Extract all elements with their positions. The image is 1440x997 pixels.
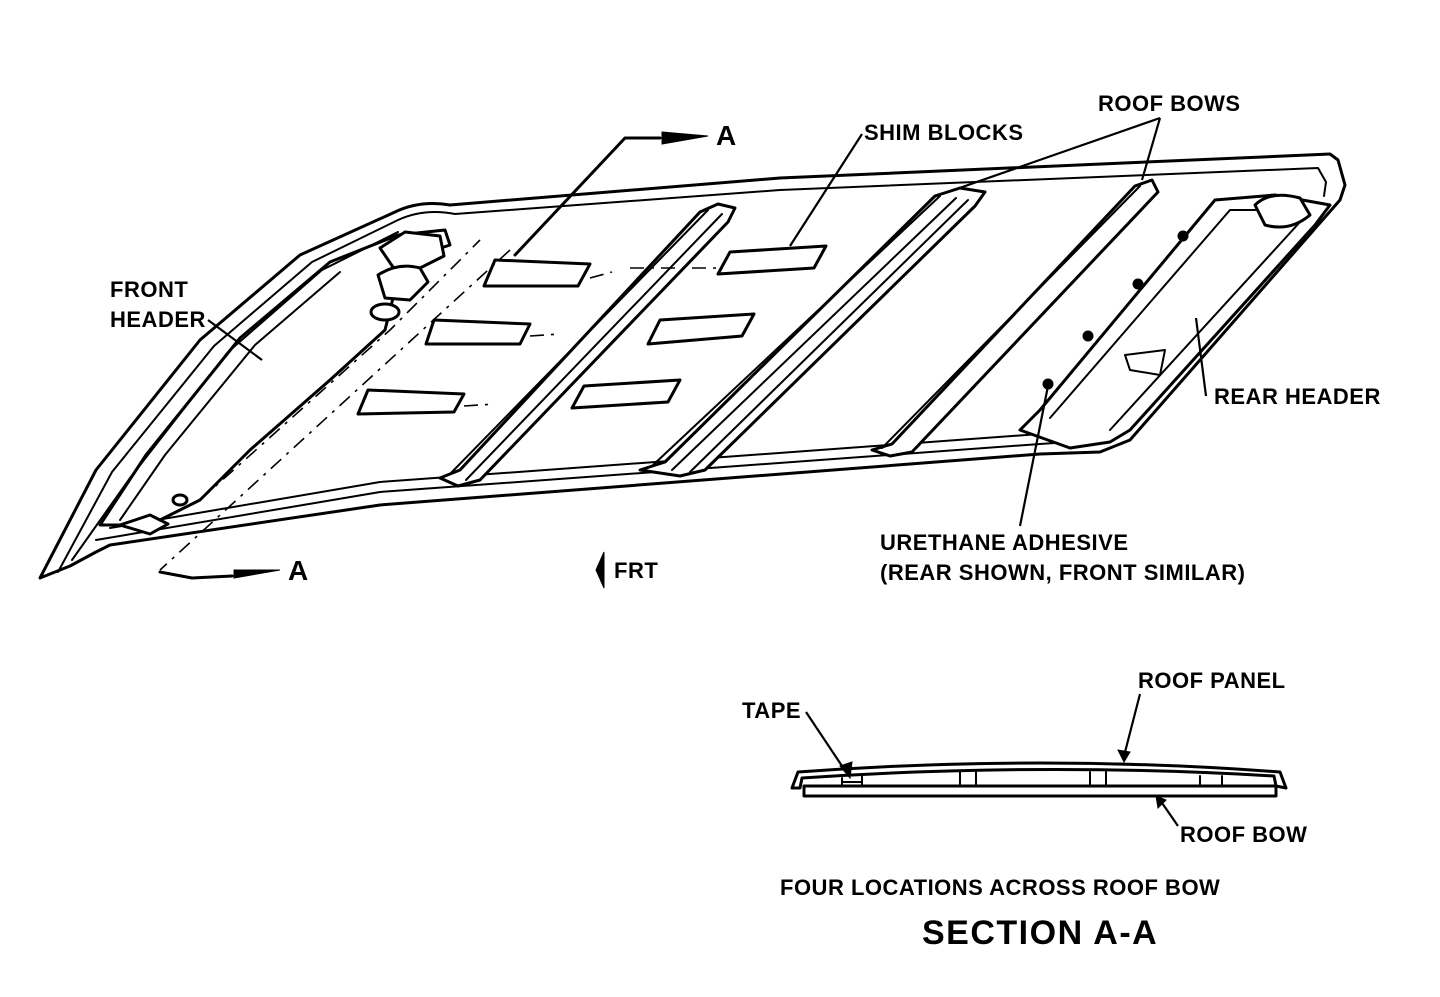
section-marker-top: A [513,120,736,257]
urethane-label-line1: URETHANE ADHESIVE [880,530,1129,555]
front-arrow-icon [595,551,605,589]
section-roof-panel [790,761,1288,790]
section-a-label-bottom: A [288,555,308,586]
section-title: SECTION A-A [922,914,1158,952]
shim-block [482,258,592,288]
rear-header [1018,193,1332,450]
front-header-label-line2: HEADER [110,307,206,332]
shim-block [424,318,532,346]
roof-bow-label: ROOF BOW [1180,822,1307,847]
shim-block [356,388,466,416]
front-direction: FRT [595,551,658,589]
section-marker-bottom: A [158,555,308,586]
roof-bow-3 [870,178,1160,458]
shim-blocks-label: SHIM BLOCKS [864,120,1024,145]
section-a-label-top: A [716,120,736,151]
shim-block [570,378,682,410]
four-locations-caption: FOUR LOCATIONS ACROSS ROOF BOW [780,875,1220,900]
tape-label: TAPE [742,698,801,723]
roof-bow-2 [638,186,987,478]
roof-panel-label: ROOF PANEL [1138,668,1286,693]
shim-block [646,312,756,346]
rear-header-label: REAR HEADER [1214,384,1381,409]
urethane-label-line2: (REAR SHOWN, FRONT SIMILAR) [880,560,1245,585]
section-aa-detail: TAPE ROOF PANEL ROOF BOW FOUR LOCATIONS … [742,668,1307,952]
roof-bow-1 [438,202,737,488]
front-header-label-line1: FRONT [110,277,188,302]
shim-block [716,244,828,276]
section-roof-bow [802,784,1278,798]
shim-blocks [356,244,828,416]
roof-panel-outline [38,152,1347,580]
front-label: FRT [614,558,658,583]
roof-bows-label: ROOF BOWS [1098,91,1241,116]
roof-panel-assembly [38,152,1347,580]
